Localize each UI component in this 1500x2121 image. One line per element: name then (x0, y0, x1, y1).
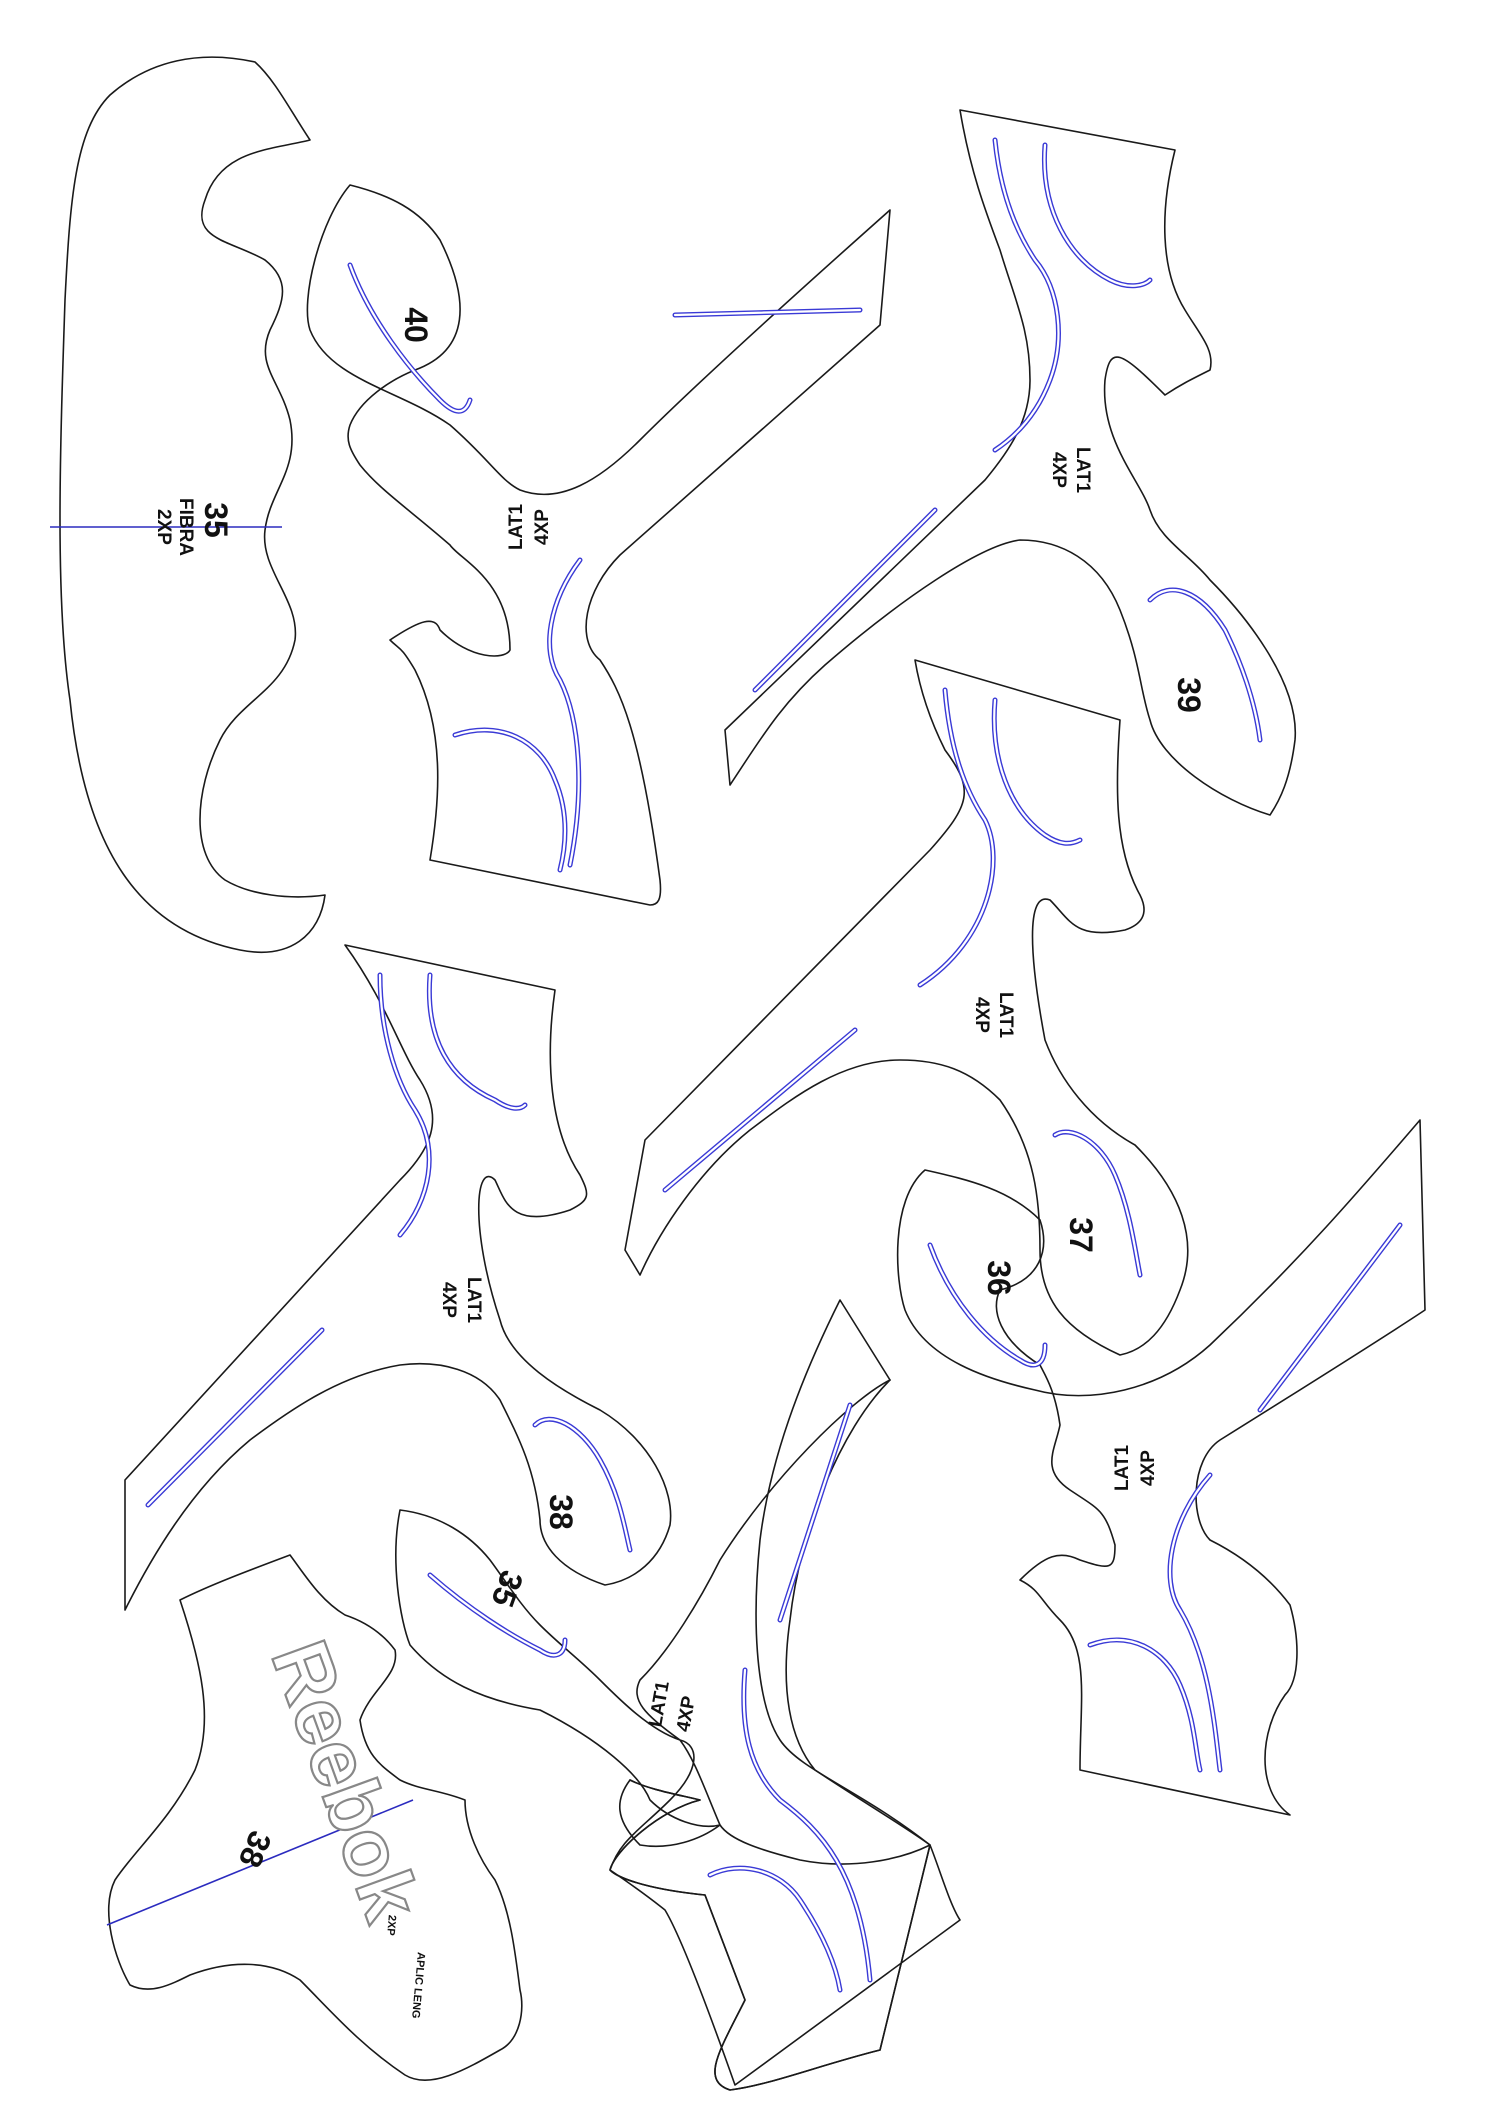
lat1-piece-40: 40 LAT1 4XP (306, 184, 891, 906)
lat1-39-qty: 4XP (1048, 452, 1069, 488)
lat1-35-slot-bend (741, 1667, 873, 1983)
lat1-36-slot-bend (1167, 1472, 1223, 1773)
lat1-39-size: 39 (1171, 677, 1207, 713)
aplic-leng-qty: 2XP (384, 1914, 398, 1936)
lat1-40-slot-curve (452, 727, 568, 873)
aplic-leng-outline (108, 1554, 523, 2081)
lat1-37-outline (624, 659, 1189, 1356)
aplic-leng-grain-line (106, 1799, 414, 1926)
lat1-38-slot-curve (532, 1416, 633, 1553)
lat1-piece-37: 37 LAT1 4XP (624, 659, 1189, 1356)
lat1-36-slot-curve (1087, 1637, 1203, 1773)
lat1-35-outline (395, 1299, 961, 2091)
lat1-37-qty: 4XP (971, 997, 992, 1033)
lat1-37-slot-right (991, 697, 1083, 846)
lat1-39-part: LAT1 (1072, 447, 1093, 494)
lat1-piece-35: 35 LAT1 4XP (395, 1299, 961, 2091)
lat1-40-part: LAT1 (506, 504, 527, 551)
fibra-outline (59, 56, 326, 953)
aplic-leng-piece: Reebok 38 2XP APLIC LENG (106, 1554, 523, 2081)
lat1-35-edge (609, 1379, 931, 2091)
lat1-37-part: LAT1 (995, 992, 1016, 1039)
lat1-37-slot-curve (1052, 1129, 1143, 1278)
reebok-logo: Reebok (255, 1630, 438, 1932)
lat1-36-size: 36 (981, 1260, 1017, 1296)
lat1-39-outline (724, 109, 1296, 816)
aplic-leng-size: 38 (232, 1826, 279, 1873)
lat1-37-slot-left (917, 687, 996, 988)
lat1-piece-38: 38 LAT1 4XP (124, 944, 672, 1611)
lat1-35-qty: 4XP (673, 1694, 700, 1733)
fibra-qty: 2XP (153, 509, 174, 545)
lat1-40-qty: 4XP (532, 509, 553, 545)
lat1-38-part: LAT1 (463, 1277, 484, 1324)
lat1-35-slot-curve (707, 1865, 843, 1993)
lat1-piece-39: 39 LAT1 4XP (724, 109, 1296, 816)
fibra-size: 35 (198, 502, 234, 538)
lat1-39-slot-curve (1147, 587, 1263, 743)
fibra-piece: 35 FIBRA 2XP (50, 56, 326, 953)
lat1-40-outline (306, 184, 891, 906)
lat1-39-slot-right (1041, 142, 1153, 289)
lat1-38-qty: 4XP (438, 1282, 459, 1318)
lat1-40-size: 40 (398, 307, 434, 343)
lat1-37-size: 37 (1063, 1217, 1099, 1253)
lat1-36-outline (896, 1119, 1426, 1816)
lat1-36-part: LAT1 (1112, 1445, 1133, 1492)
aplic-leng-part: APLIC LENG (409, 1952, 427, 2019)
lat1-38-size: 38 (543, 1494, 579, 1530)
lat1-35-part: LAT1 (645, 1679, 674, 1728)
lat1-38-outline (124, 944, 672, 1611)
lat1-38-slot-right (426, 972, 528, 1111)
fibra-material: FIBRA (175, 498, 196, 556)
lat1-36-qty: 4XP (1138, 1450, 1159, 1486)
lat1-piece-36: 36 LAT1 4XP (896, 1119, 1426, 1816)
